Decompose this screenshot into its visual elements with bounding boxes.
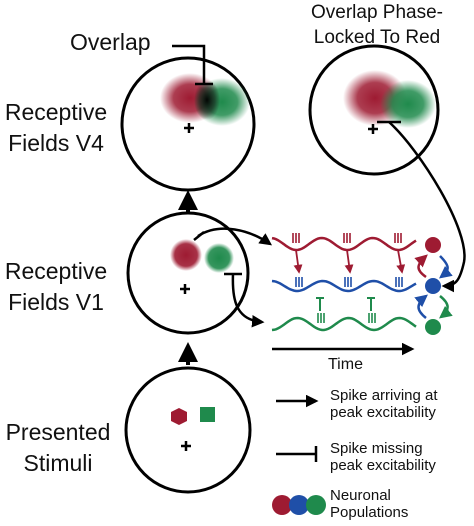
fixation-cross-icon	[184, 123, 194, 133]
legend-arrive-line1: Spike arriving at	[330, 387, 438, 404]
green-to-wave-arrow	[231, 273, 265, 328]
rf-v1-label: Receptive Fields V1	[0, 258, 112, 316]
phase-locked-line1: Overlap Phase-	[310, 2, 443, 23]
legend-blue-population	[289, 495, 309, 515]
green-field-blob	[380, 80, 436, 128]
stimuli-line2: Stimuli	[23, 450, 93, 477]
legend-neuronal-line1: Neuronal	[330, 487, 391, 504]
rf-v4-line2: Fields V4	[8, 130, 104, 157]
rf-v1-line1: Receptive	[4, 258, 108, 284]
overlap-region	[194, 80, 220, 120]
legend-miss-line1: Spike missing	[330, 440, 423, 457]
feedback-arrow	[388, 121, 466, 293]
phase-locked-label: Overlap Phase- Locked To Red	[282, 2, 472, 49]
time-label: Time	[328, 356, 363, 373]
legend-green-population	[306, 495, 326, 515]
overlap-pointer	[172, 44, 206, 84]
blue-to-green-arrow	[439, 295, 453, 319]
red-to-blue-spike-arrow	[396, 249, 406, 274]
blue-population	[425, 278, 441, 294]
red-population	[425, 237, 441, 253]
green-to-blue-arrow	[414, 294, 428, 319]
hexagon-stimulus-icon	[171, 408, 187, 425]
stimuli-label: Presented Stimuli	[0, 419, 116, 477]
red-to-blue-spike-arrow	[344, 249, 354, 274]
phase-locked-line2: Locked To Red	[313, 26, 441, 48]
green-population	[425, 319, 441, 335]
stimulus-field	[124, 366, 252, 494]
legend-red-population	[272, 495, 292, 515]
neuronal-populations	[414, 237, 453, 335]
overlap-label: Overlap	[70, 29, 151, 55]
red-to-blue-arrow	[439, 255, 453, 279]
fixation-cross-icon	[181, 441, 191, 451]
green-field-small	[204, 243, 234, 273]
fixation-cross-icon	[180, 284, 190, 294]
red-to-wave-arrow	[197, 227, 273, 246]
legend-neuronal-line2: Populations	[330, 504, 409, 522]
square-stimulus-icon	[200, 407, 215, 422]
v1-receptive-field	[126, 211, 250, 335]
red-to-blue-spike-arrow	[293, 249, 303, 274]
v4-phase-locked-field	[308, 44, 440, 176]
legend-arrive-text: Spike arriving at peak excitability	[330, 387, 438, 422]
fixation-cross-icon	[368, 124, 378, 134]
legend-neuronal-text: Neuronal Populations	[330, 487, 408, 522]
v4-receptive-field	[120, 56, 256, 192]
rf-v1-line2: Fields V1	[8, 289, 104, 316]
blue-to-red-arrow	[414, 254, 428, 279]
legend-miss-line2: peak excitability	[330, 457, 436, 475]
green-wave	[271, 316, 417, 332]
stimuli-line1: Presented	[5, 419, 111, 445]
blue-wave	[271, 279, 417, 293]
rf-v4-label: Receptive Fields V4	[0, 99, 112, 157]
red-field-small	[170, 239, 202, 271]
rf-v4-line1: Receptive	[4, 99, 108, 125]
legend-miss-text: Spike missing peak excitability	[330, 440, 436, 475]
oscillation-traces	[271, 233, 417, 332]
legend-arrive-line2: peak excitability	[330, 404, 436, 422]
